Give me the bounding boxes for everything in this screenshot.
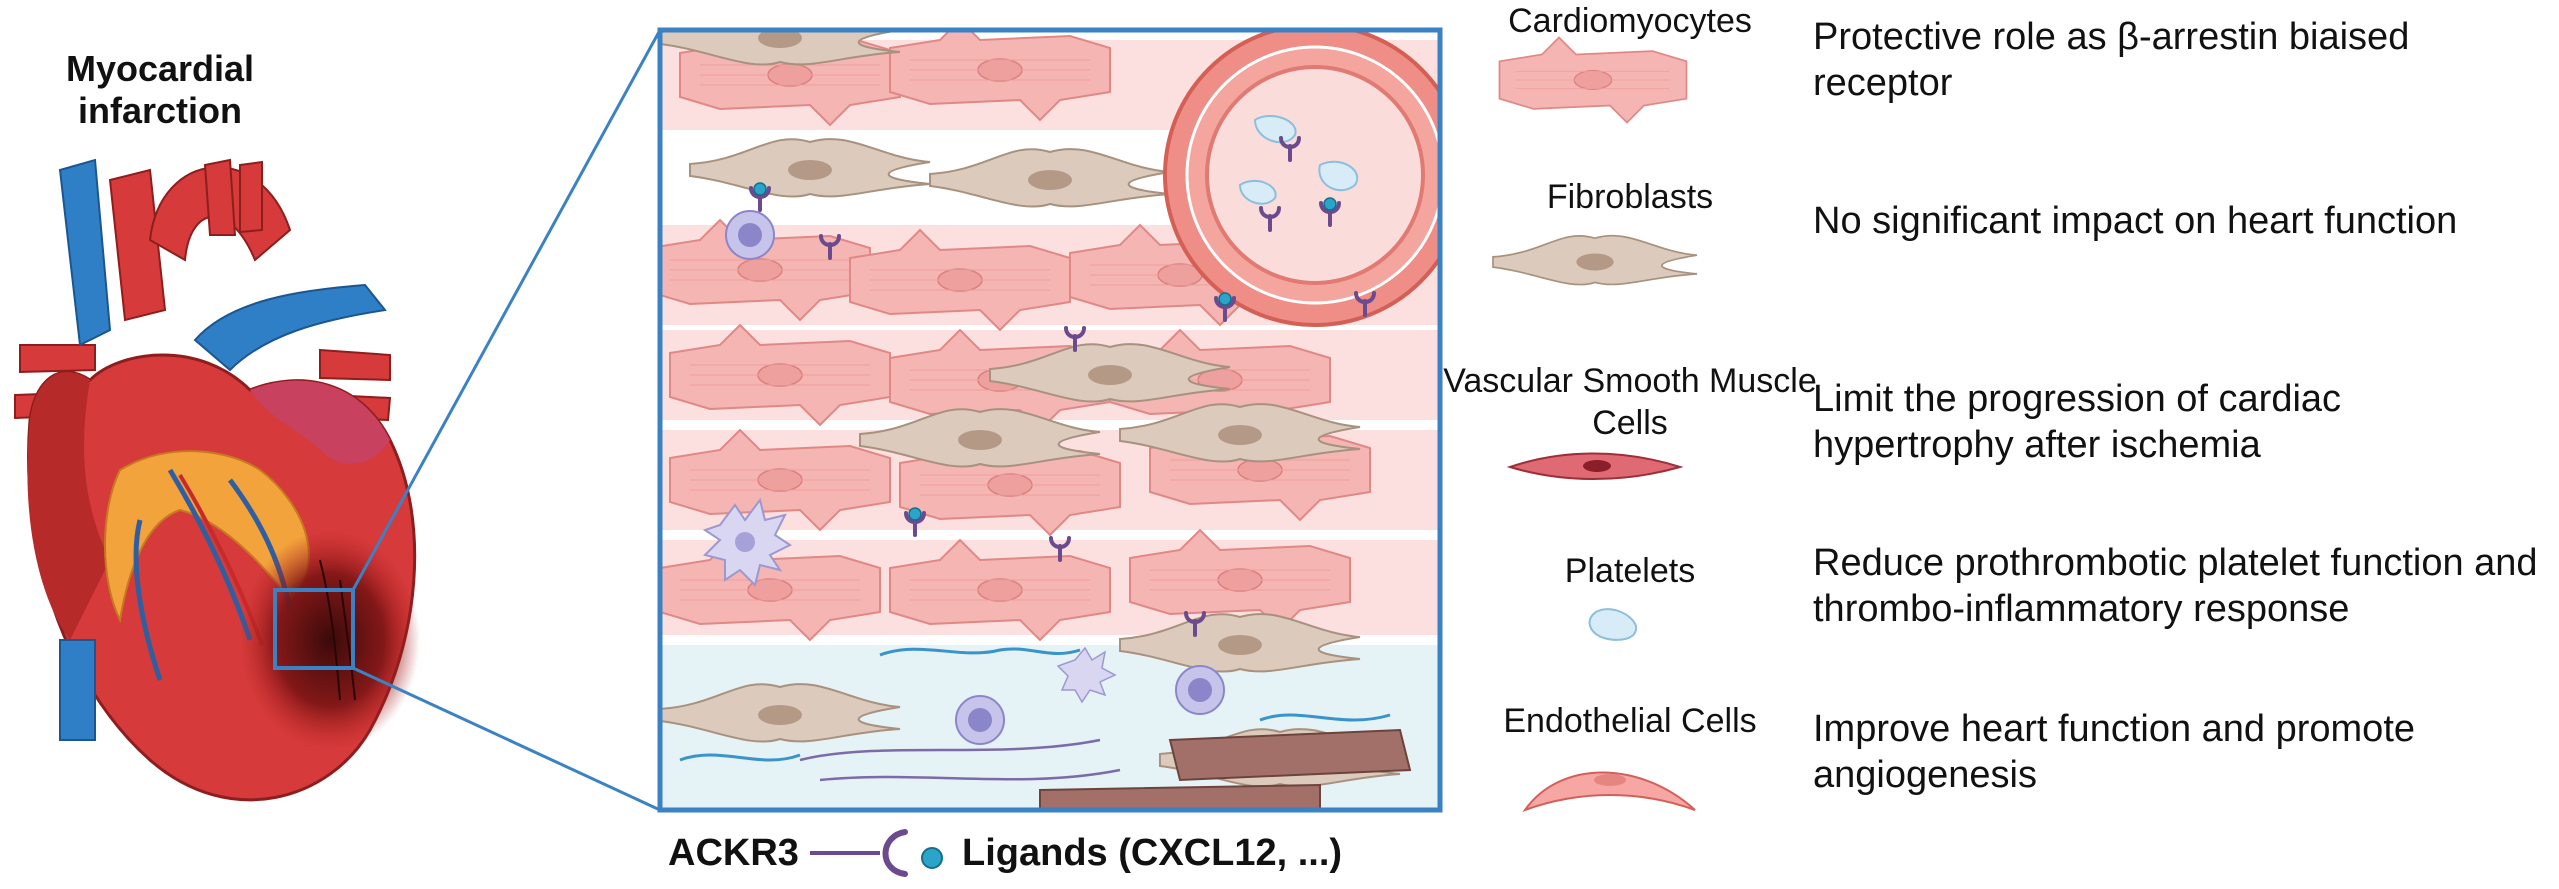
zoom-box <box>273 588 355 670</box>
receptor-icon <box>882 829 908 877</box>
cardiomyocyte-icon <box>1498 36 1688 124</box>
cell-type-cardiomyocytes: Cardiomyocytes <box>1508 2 1752 40</box>
smooth-muscle-cell-icon <box>1506 452 1684 480</box>
zoom-line-top <box>351 29 662 591</box>
endothelial-cell-icon <box>1522 771 1696 813</box>
effect-endothelial: Improve heart function and promote angio… <box>1813 708 2416 796</box>
ligands-label: Ligands (CXCL12, ...) <box>962 832 1343 874</box>
cell-type-endothelial: Endothelial Cells <box>1503 702 1757 740</box>
platelet-icon <box>1588 608 1638 641</box>
effect-platelets: Reduce prothrombotic platelet function a… <box>1813 542 2538 630</box>
effect-vascular-smooth-muscle: Limit the progression of cardiac hypertr… <box>1813 378 2342 466</box>
cell-type-platelets: Platelets <box>1564 552 1696 590</box>
cell-type-fibroblasts: Fibroblasts <box>1546 178 1714 216</box>
effect-cardiomyocytes: Protective role as β-arrestin biaised re… <box>1813 16 2410 104</box>
receptor-label: ACKR3 <box>668 832 799 874</box>
fibroblast-icon <box>1492 234 1698 286</box>
tissue-panel <box>660 30 1440 810</box>
zoom-line-bottom <box>352 666 661 812</box>
zoom-panel-frame <box>657 27 1443 813</box>
heart-label: Myocardial infarction <box>65 48 255 131</box>
effect-fibroblasts: No significant impact on heart function <box>1813 200 2458 242</box>
heart-illustration <box>14 158 420 802</box>
vessel-cross-section <box>1163 30 1440 327</box>
ligand-icon <box>921 847 943 869</box>
cell-type-vascular-smooth-muscle: Vascular Smooth Muscle Cells <box>1443 362 1817 442</box>
